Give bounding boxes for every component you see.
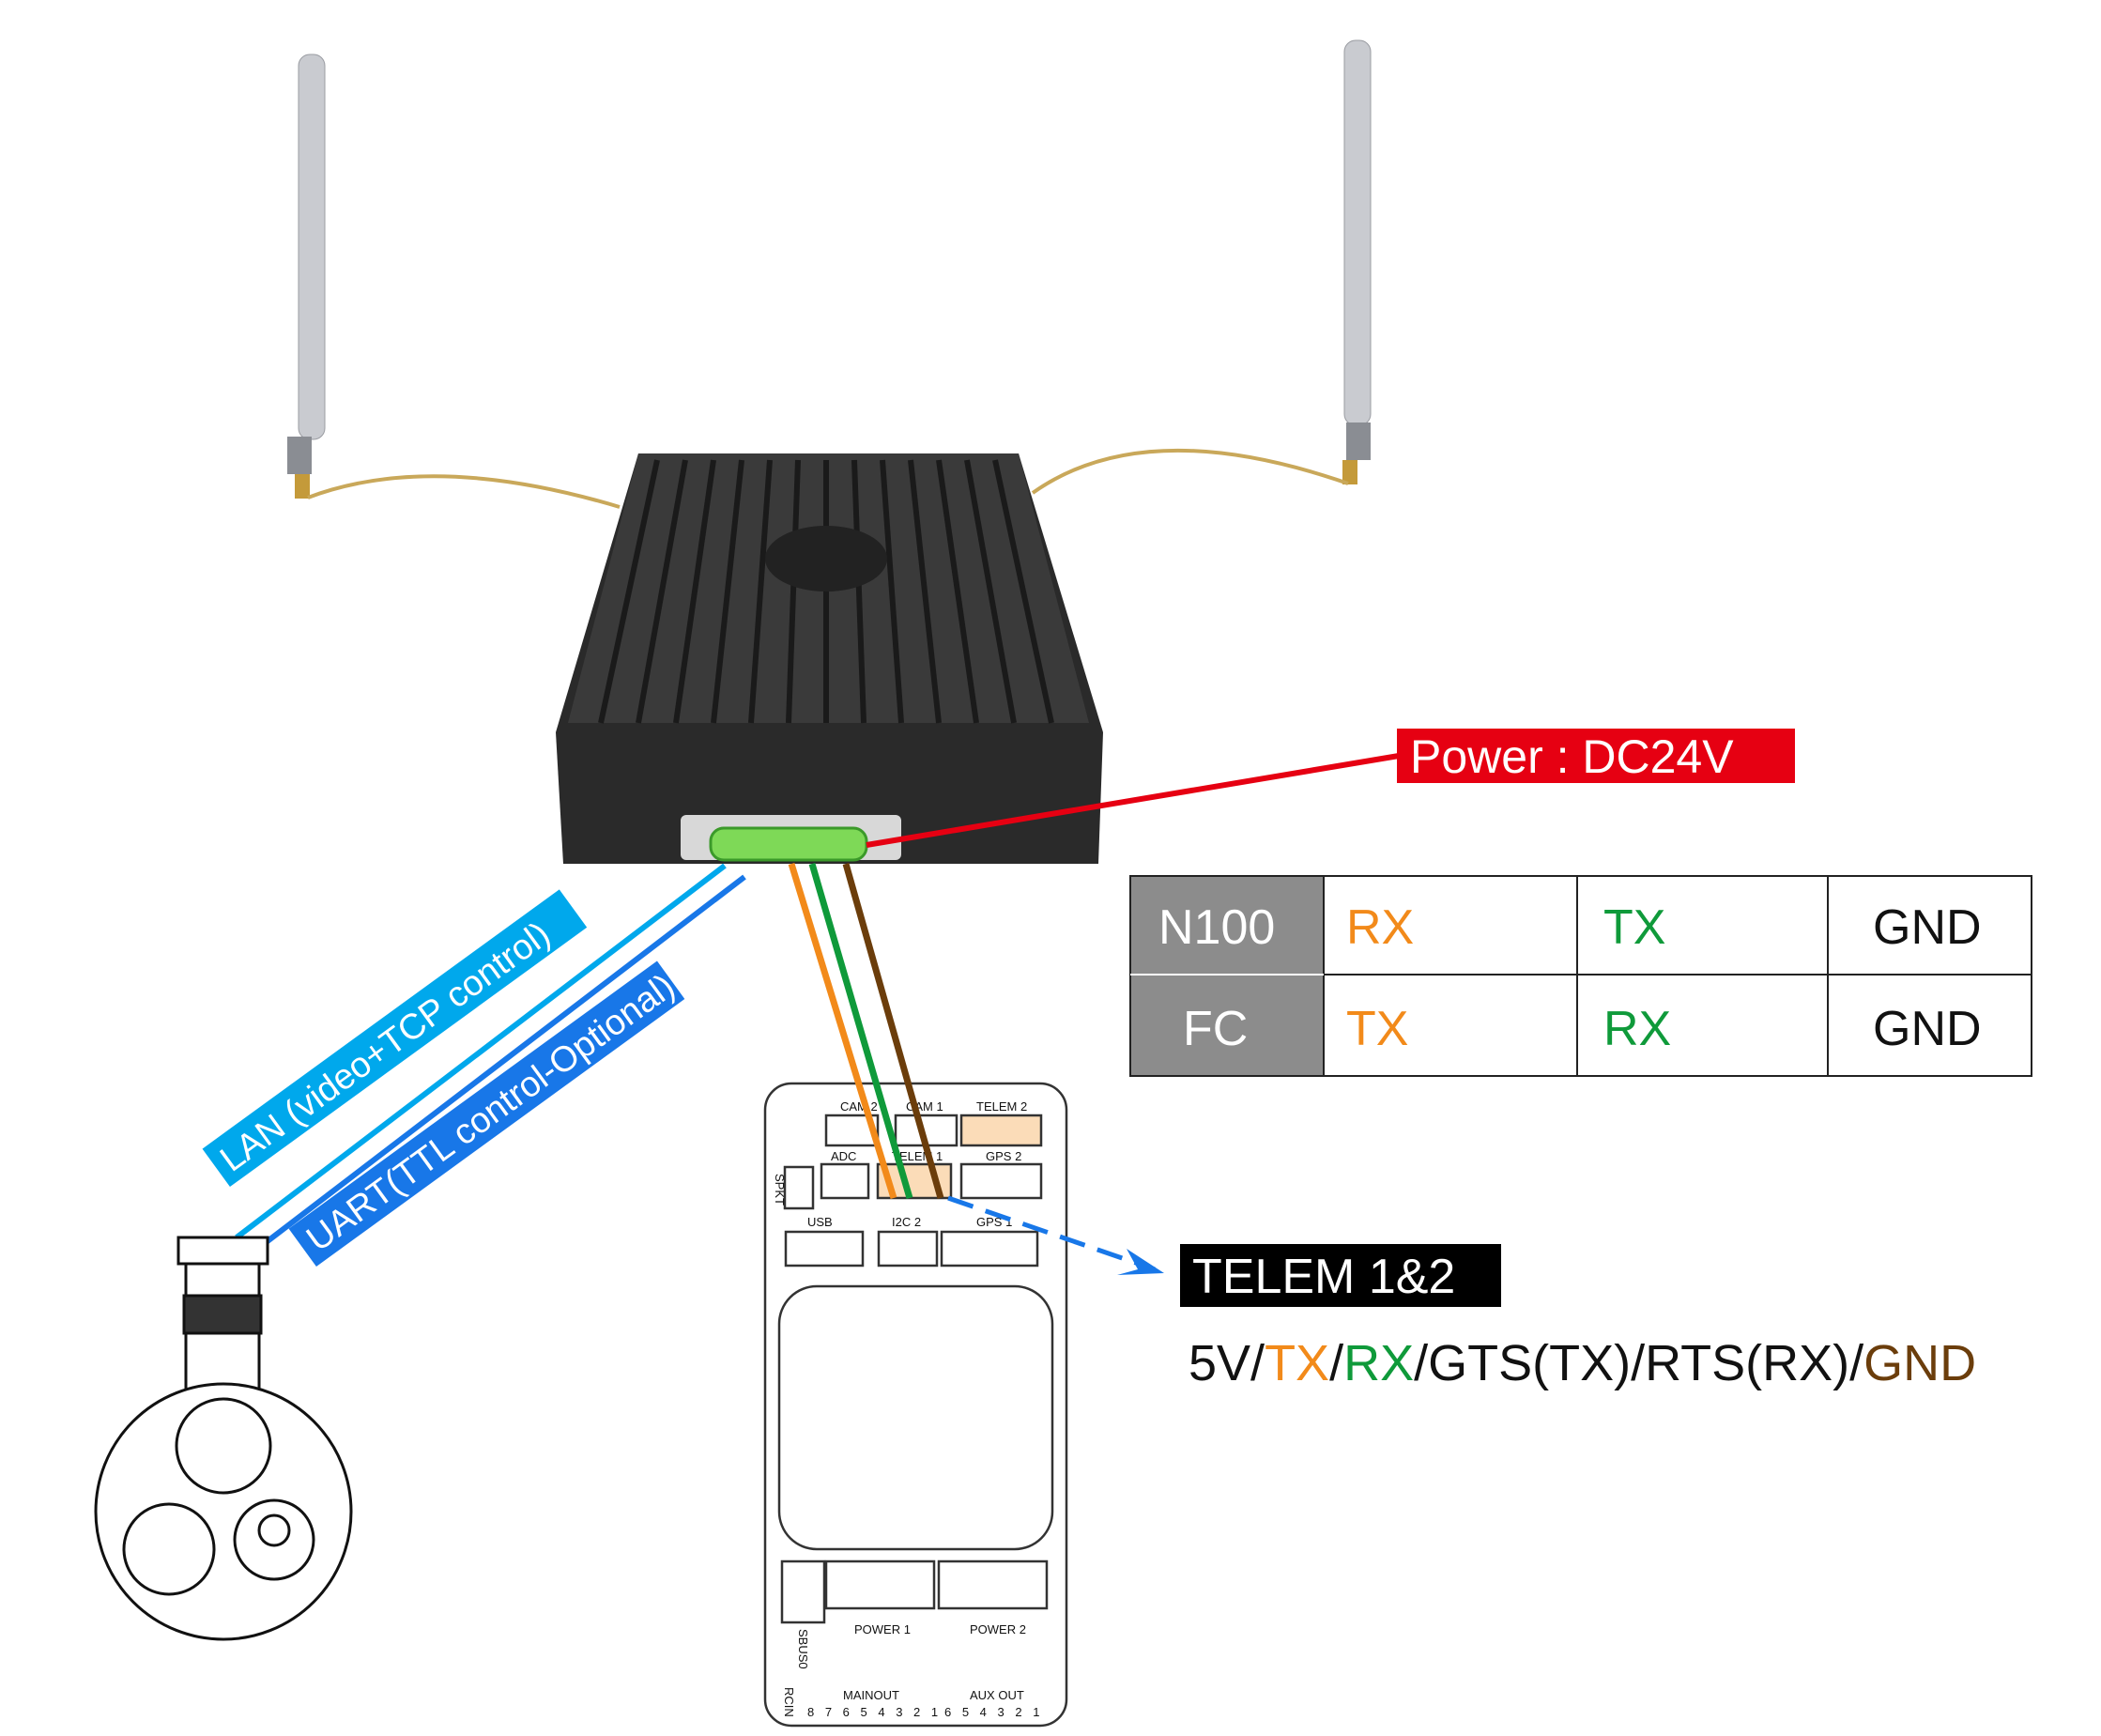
table-cell: GND — [1873, 1002, 1982, 1056]
svg-text:MAINOUT: MAINOUT — [843, 1688, 899, 1702]
svg-text:SPKT: SPKT — [773, 1174, 787, 1206]
telem-label-box — [1180, 1244, 1501, 1307]
svg-text:I2C 2: I2C 2 — [892, 1215, 921, 1229]
power-label-box — [1397, 729, 1795, 783]
svg-text:SBUS0: SBUS0 — [796, 1629, 810, 1669]
antenna-left — [287, 54, 621, 509]
svg-text:6 5 4 3 2 1: 6 5 4 3 2 1 — [944, 1705, 1043, 1719]
table-cell: TX — [1346, 1002, 1408, 1056]
svg-text:RCIN: RCIN — [782, 1687, 796, 1717]
board-labels: CAM 2 CAM 1 TELEM 2 ADC TELEM 1 GPS 2 US… — [773, 1099, 1043, 1719]
power-label: Power : DC24V — [1410, 730, 1734, 783]
svg-text:AUX OUT: AUX OUT — [970, 1688, 1024, 1702]
db-connector — [709, 826, 868, 862]
wire-rx — [808, 863, 913, 1199]
telem-pinout: 5V/TX/RX/GTS(TX)/RTS(RX)/GND — [1189, 1335, 1976, 1391]
telem-label: TELEM 1&2 — [1192, 1250, 1455, 1304]
table-cell: RX — [1346, 900, 1414, 955]
svg-text:ADC: ADC — [831, 1149, 856, 1163]
wire-tx — [788, 862, 897, 1200]
svg-text:GPS 2: GPS 2 — [986, 1149, 1021, 1163]
svg-text:POWER 1: POWER 1 — [854, 1622, 911, 1636]
antenna-right — [1031, 39, 1372, 495]
svg-text:POWER 2: POWER 2 — [970, 1622, 1026, 1636]
table-cell: RX — [1603, 1002, 1671, 1056]
dashed-arrow — [947, 1195, 1156, 1272]
flight-controller — [763, 1082, 1068, 1728]
pin-mapping-table — [1129, 875, 2032, 1077]
uart-label-ribbon: UART(TTL control-Optional) — [288, 960, 685, 1267]
table-head-n100: N100 — [1158, 900, 1275, 955]
gimbal-camera — [94, 1236, 353, 1641]
uart-label: UART(TTL control-Optional) — [299, 967, 682, 1260]
wire-gnd — [842, 863, 944, 1199]
table-cell: GND — [1873, 900, 1982, 955]
lan-label: LAN (video+TCP control) — [213, 914, 558, 1179]
table-head-fc: FC — [1183, 1002, 1248, 1056]
table-cell: TX — [1603, 900, 1665, 955]
svg-text:TELEM 2: TELEM 2 — [976, 1099, 1027, 1114]
n100-device — [556, 453, 1103, 864]
lan-cable — [235, 863, 727, 1240]
svg-text:CAM 2: CAM 2 — [840, 1099, 878, 1114]
svg-text:8 7 6 5 4 3 2 1: 8 7 6 5 4 3 2 1 — [807, 1705, 942, 1719]
uart-cable — [262, 874, 746, 1247]
arrow-head-icon — [1117, 1249, 1164, 1275]
svg-text:USB: USB — [807, 1215, 833, 1229]
